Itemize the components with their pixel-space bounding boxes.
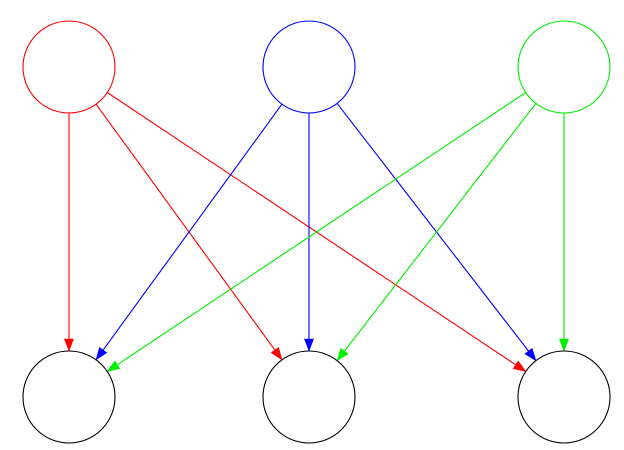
edge-arrowhead <box>64 338 74 352</box>
source-node-s-blue <box>262 20 356 114</box>
edge-s-green-to-t-left <box>106 92 527 372</box>
edge-arrowhead <box>95 346 108 361</box>
edge-arrowhead <box>512 360 527 372</box>
edge-arrowhead <box>304 338 314 352</box>
edge-arrowhead <box>270 346 283 361</box>
edge-s-red-to-t-middle <box>95 103 283 361</box>
edge-s-green-to-t-right <box>559 113 569 352</box>
edge-arrowhead <box>559 338 569 352</box>
edge-arrowhead <box>524 347 537 362</box>
edge-line <box>344 103 537 352</box>
edge-s-blue-to-t-middle <box>304 113 314 352</box>
edge-s-blue-to-t-right <box>336 103 537 362</box>
target-node-t-right <box>517 350 611 444</box>
edge-arrowhead <box>106 360 121 372</box>
edge-line <box>106 92 517 366</box>
target-node-t-middle <box>262 350 356 444</box>
edge-s-red-to-t-left <box>64 113 74 352</box>
source-node-s-red <box>22 20 116 114</box>
edge-line <box>95 103 276 351</box>
edge-s-green-to-t-middle <box>336 103 537 362</box>
edge-line <box>102 103 283 351</box>
edge-line <box>116 92 527 366</box>
edge-s-red-to-t-right <box>106 92 527 372</box>
edge-s-blue-to-t-left <box>95 103 283 361</box>
edge-arrowhead <box>336 347 349 362</box>
edges-layer <box>64 92 569 372</box>
source-node-s-green <box>517 20 611 114</box>
nodes-layer <box>22 20 611 444</box>
edge-line <box>336 103 529 352</box>
target-node-t-left <box>22 350 116 444</box>
